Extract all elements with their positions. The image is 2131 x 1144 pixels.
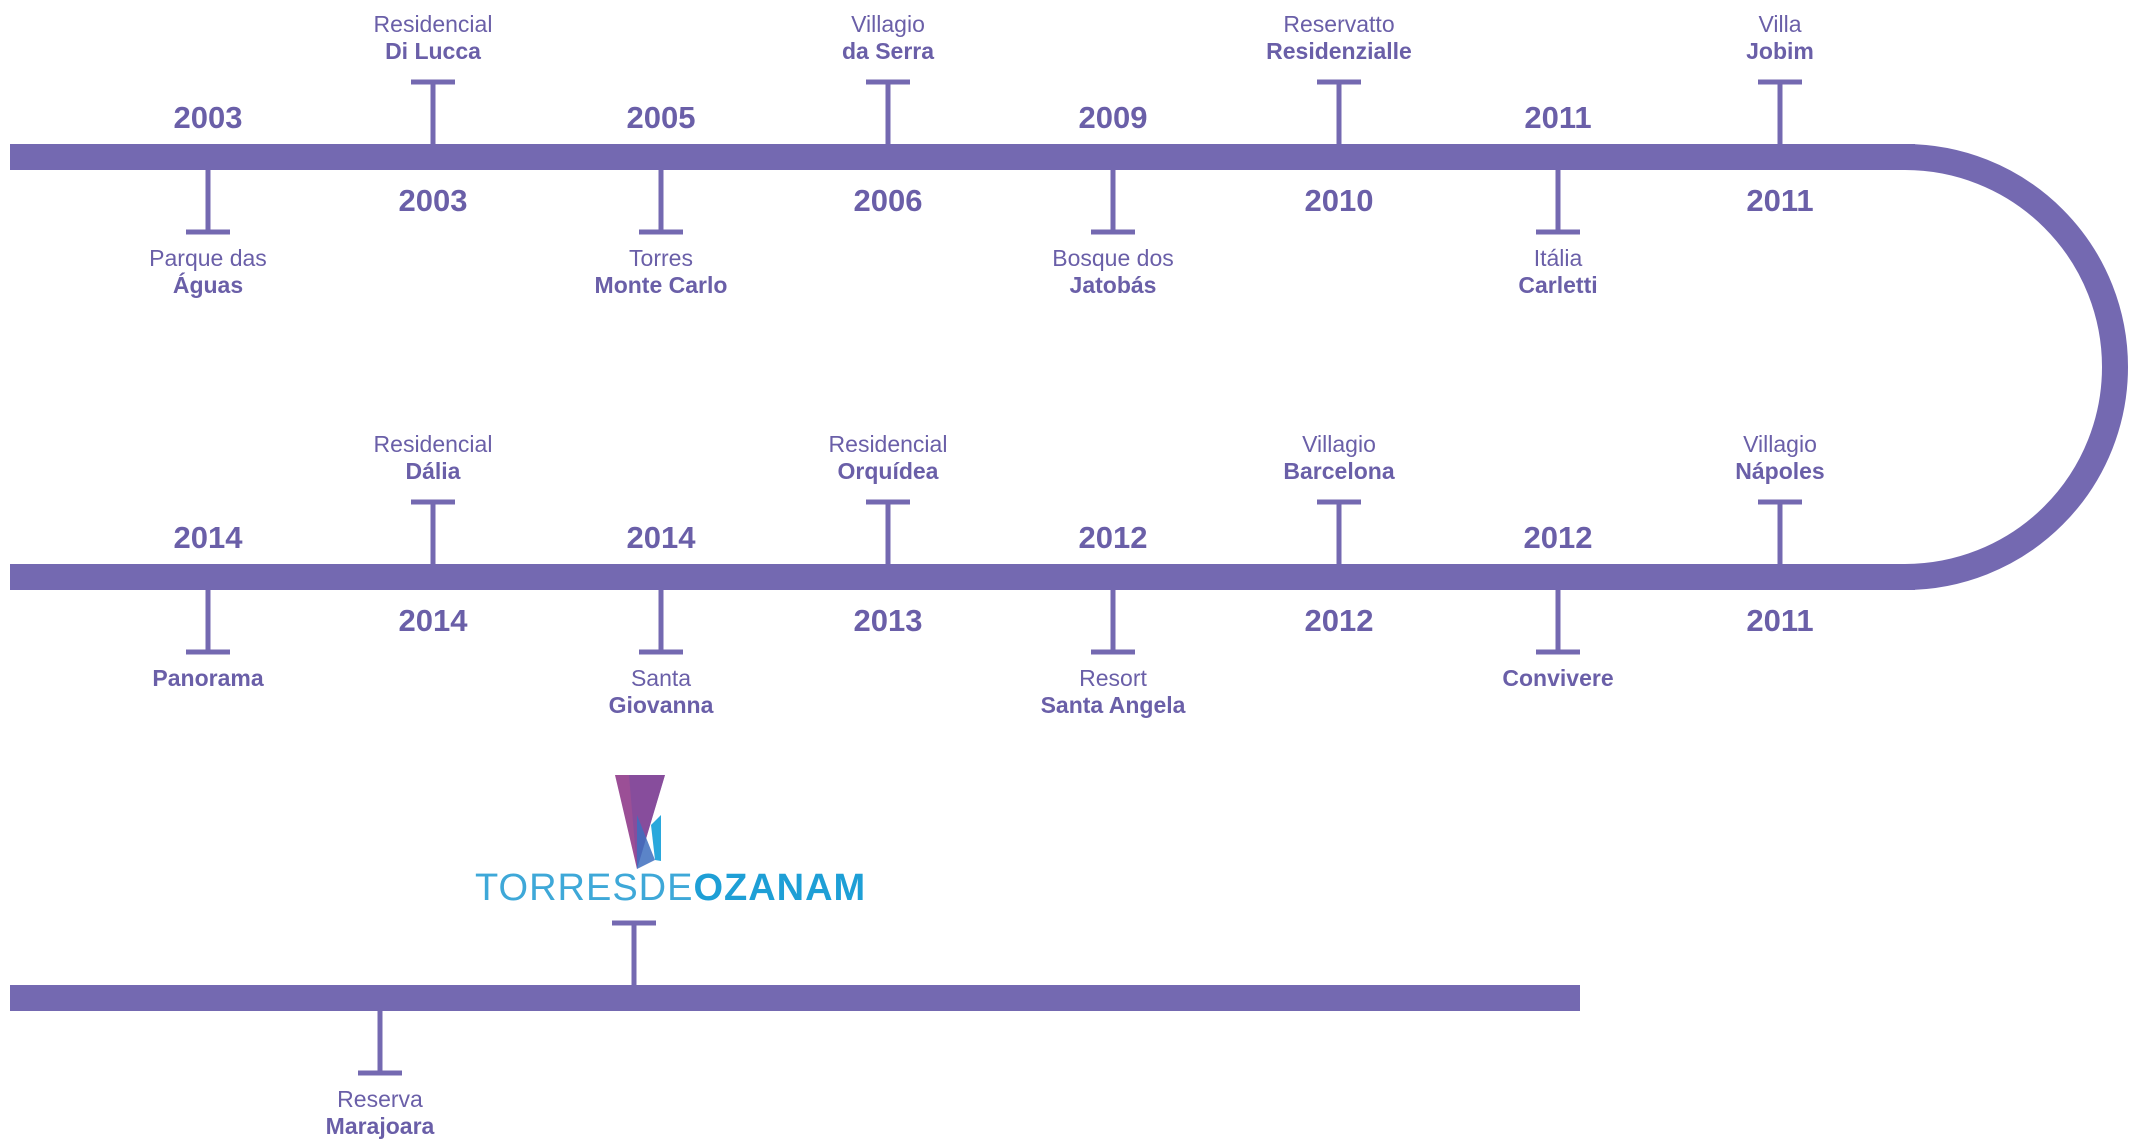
milestone-name-line1: Villa <box>1758 11 1802 37</box>
milestone-year: 2005 <box>626 100 696 135</box>
timeline-track-row-2 <box>10 564 1915 590</box>
milestone-year: 2012 <box>1078 520 1148 555</box>
milestone-name-line1: Parque das <box>149 245 267 271</box>
milestone-name-line1: Reserva <box>337 1086 423 1112</box>
milestone-name-line2: Di Lucca <box>385 38 481 64</box>
milestone-year: 2009 <box>1078 100 1148 135</box>
milestone-name-line1: Santa <box>630 665 692 691</box>
milestone-name-line2: Carletti <box>1518 272 1598 298</box>
milestone-name-line1: Itália <box>1533 245 1583 271</box>
milestone-name-line2: Jatobás <box>1069 272 1157 298</box>
logo-wordmark: TORRESDEOZANAM <box>475 867 866 910</box>
milestone-year: 2012 <box>1304 603 1374 638</box>
milestone-label: Convivere <box>1428 665 1688 692</box>
milestone-year: 2014 <box>626 520 696 555</box>
milestone-name-line2: Dália <box>405 458 461 484</box>
milestone-name-line1: Residencial <box>373 431 493 457</box>
milestone-name-line2: Giovanna <box>608 692 714 718</box>
milestone-year: 2003 <box>173 100 243 135</box>
milestone-year: 2011 <box>1524 100 1592 135</box>
timeline-track-row-3 <box>10 985 1580 1011</box>
timeline-curve <box>1904 144 2128 590</box>
milestone-year: 2014 <box>398 603 468 638</box>
milestone-name-line2: Santa Angela <box>1040 692 1186 718</box>
milestone-name-line1: Villagio <box>1302 431 1376 457</box>
milestone-name-line2: Barcelona <box>1283 458 1395 484</box>
milestone-year: 2006 <box>853 183 923 218</box>
ozanam-logo-mark-icon <box>615 775 665 869</box>
milestone-year: 2012 <box>1523 520 1593 555</box>
logo-text-bold: OZANAM <box>693 867 867 909</box>
milestone-name-line2: Orquídea <box>837 458 939 484</box>
milestone-name-line2: Águas <box>172 272 244 298</box>
torres-de-ozanam-logo: TORRESDEOZANAM <box>475 775 865 915</box>
milestone-name-line1: Resort <box>1079 665 1147 691</box>
milestone-name-line1: Residencial <box>828 431 948 457</box>
milestone-year: 2003 <box>398 183 468 218</box>
milestone-name-line1: Residencial <box>373 11 493 37</box>
milestone-year: 2011 <box>1746 603 1814 638</box>
milestone-year: 2010 <box>1304 183 1374 218</box>
logo-text-light: TORRESDE <box>475 867 694 909</box>
milestone-year: 2014 <box>173 520 243 555</box>
milestone-name-line1: Torres <box>629 245 693 271</box>
milestone-name-line2: Nápoles <box>1735 458 1825 484</box>
milestone-name-line1: Villagio <box>851 11 925 37</box>
milestone-name-line2: Convivere <box>1502 665 1614 691</box>
milestone-name-line2: Residenzialle <box>1266 38 1412 64</box>
milestone-name-line2: Panorama <box>152 665 264 691</box>
milestone-name-line1: Bosque dos <box>1052 245 1174 271</box>
milestone-name-line1: Reservatto <box>1283 11 1395 37</box>
milestone-label: Panorama <box>78 665 338 692</box>
milestone-name-line2: Monte Carlo <box>594 272 728 298</box>
milestone-name-line2: da Serra <box>841 38 935 64</box>
milestone-name-line1: Villagio <box>1743 431 1817 457</box>
milestone-year: 2011 <box>1746 183 1814 218</box>
milestone-year: 2013 <box>853 603 923 638</box>
milestone-name-line2: Marajoara <box>325 1113 435 1139</box>
timeline-track-row-1 <box>10 144 1915 170</box>
milestone-name-line2: Jobim <box>1746 38 1814 64</box>
